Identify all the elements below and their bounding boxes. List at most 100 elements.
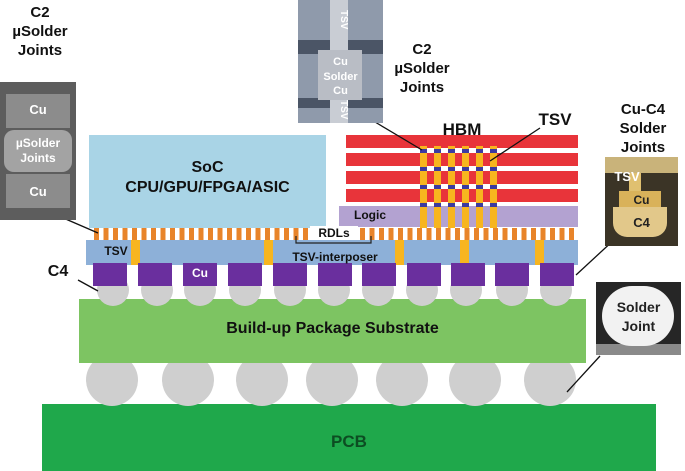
substrate-label: Build-up Package Substrate [226, 320, 439, 337]
hbm-bond-pad [434, 167, 441, 171]
cu-pad-label: Cu [192, 266, 208, 280]
microbump [113, 228, 118, 240]
hbm-bond-pad [448, 185, 455, 189]
microbump [255, 228, 261, 240]
photo-center-tsv-bottom: TSV [338, 100, 349, 120]
microbump [122, 228, 128, 240]
hbm-bond-pad [462, 167, 469, 171]
photo-center-cu-bottom: Cu [333, 85, 348, 97]
hbm-bond-pad [448, 149, 455, 153]
cu-c4-micrograph: TSV Cu C4 [605, 157, 678, 246]
photo-left-cu-bottom: Cu [29, 184, 47, 199]
rdl-bracket [295, 236, 372, 244]
microbump [227, 228, 232, 240]
tsv-interposer [86, 240, 578, 265]
microbump [160, 228, 166, 240]
microbump [398, 228, 403, 240]
microbump [426, 228, 432, 240]
hbm-bond-pad [490, 167, 497, 171]
microbump [569, 228, 574, 240]
microbump [170, 228, 175, 240]
microbump [474, 228, 479, 240]
solder-joint-micrograph: Solder Joint [596, 282, 681, 355]
pcb-label: PCB [331, 432, 367, 451]
microbump [512, 228, 517, 240]
microbump [179, 228, 185, 240]
hbm-bond-pad [420, 167, 427, 171]
microbump [141, 228, 147, 240]
photo-left-solder: µSolder Joints [15, 136, 61, 165]
tsv-interposer-label: TSV-interposer [292, 250, 378, 264]
microbump [132, 228, 137, 240]
microbump [189, 228, 194, 240]
microbump [521, 228, 527, 240]
rdls-label: RDLs [310, 226, 358, 240]
hbm-bond-pad [420, 203, 427, 207]
microbump [388, 228, 394, 240]
logic-label: Logic [354, 208, 386, 222]
hbm-bond-pad [434, 203, 441, 207]
hbm-bond-pad [490, 149, 497, 153]
microbump [445, 228, 451, 240]
microbump [483, 228, 489, 240]
microbump [550, 228, 555, 240]
microbump [284, 228, 289, 240]
microbump [151, 228, 156, 240]
c2-left-label: C2 µSolder Joints [12, 4, 68, 59]
hbm-bond-pad [490, 185, 497, 189]
microbump [265, 228, 270, 240]
hbm-bond-pad [490, 203, 497, 207]
hbm-bond-pad [476, 149, 483, 153]
photo-right-tsv: TSV [614, 169, 640, 184]
microbump [293, 228, 299, 240]
hbm-label: HBM [442, 120, 482, 139]
c4-label: C4 [47, 263, 69, 280]
pcb-board [42, 404, 656, 471]
microbump [493, 228, 498, 240]
photo-right-c4: C4 [633, 215, 650, 230]
hbm-bond-pad [462, 185, 469, 189]
microbump [217, 228, 223, 240]
photo-solder-joint-label: Solder Joint [616, 299, 661, 334]
hbm-bond-pad [448, 167, 455, 171]
tsv-left-label: TSV [104, 244, 128, 258]
c2-left-micrograph: Cu µSolder Joints Cu [0, 82, 76, 220]
photo-left-cu-top: Cu [29, 102, 47, 117]
cu-c4-label: Cu-C4 Solder Joints [619, 101, 667, 156]
hbm-bond-pad [476, 203, 483, 207]
microbump [303, 228, 308, 240]
photo-center-cu-top: Cu [333, 56, 348, 68]
microbump [436, 228, 441, 240]
microbump [417, 228, 422, 240]
c2-center-micrograph: TSV Cu Solder Cu TSV [298, 0, 383, 123]
microbump [455, 228, 460, 240]
microbump [559, 228, 565, 240]
hbm-bond-pad [434, 185, 441, 189]
microbump [198, 228, 204, 240]
microbump [274, 228, 280, 240]
microbump [94, 228, 99, 240]
package-substrate [79, 299, 586, 363]
microbump [236, 228, 242, 240]
soc-die [89, 135, 326, 228]
microbump [369, 228, 375, 240]
hbm-bond-pad [448, 203, 455, 207]
photo-right-cu: Cu [633, 193, 650, 207]
hbm-bond-pad [420, 185, 427, 189]
hbm-bond-pad [476, 167, 483, 171]
microbump [502, 228, 508, 240]
cu-pads [93, 263, 574, 286]
microbump [540, 228, 546, 240]
microbump [360, 228, 365, 240]
microbump [379, 228, 384, 240]
microbump [407, 228, 413, 240]
pcb-solder-balls [86, 354, 576, 406]
logic-die [339, 206, 578, 227]
hbm-bond-pad [462, 203, 469, 207]
photo-center-tsv-top: TSV [338, 10, 349, 30]
hbm-bond-pad [476, 185, 483, 189]
c2-center-label: C2 µSolder Joints [394, 41, 450, 96]
hbm-bond-pad [434, 149, 441, 153]
photo-center-solder: Solder [323, 71, 358, 83]
